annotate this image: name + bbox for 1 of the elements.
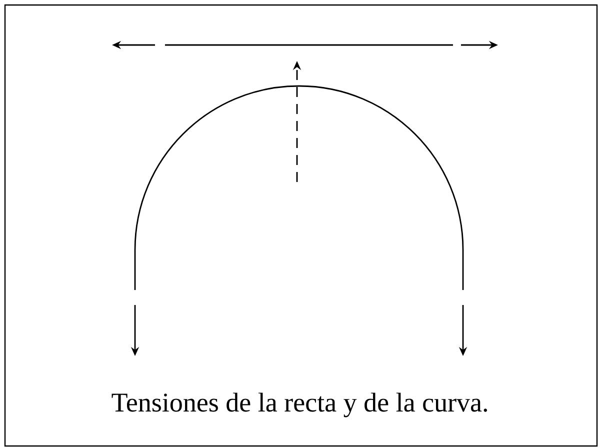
caption: Tensiones de la recta y de la curva. bbox=[112, 392, 487, 418]
